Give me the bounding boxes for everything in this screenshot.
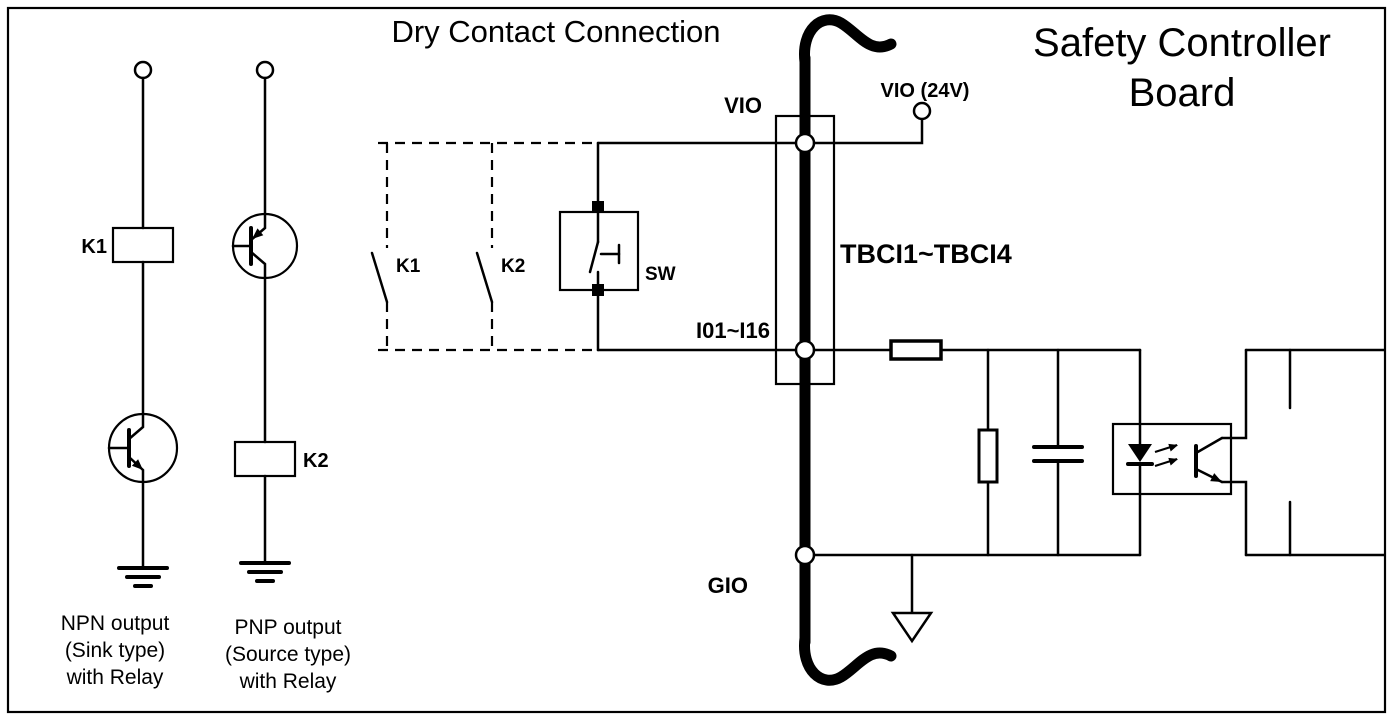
- npn-collector-lead: [127, 412, 145, 441]
- contact-k2-label: K2: [501, 256, 525, 277]
- relay-k2-coil: [233, 440, 297, 478]
- sw-label: SW: [645, 264, 676, 285]
- io-label: I01~I16: [696, 318, 770, 343]
- main-title: Dry Contact Connection: [391, 14, 720, 49]
- filter-capacitor: [1032, 445, 1084, 463]
- dry-contact-network: K1 K2 SW: [370, 141, 799, 352]
- pnp-caption-line3: with Relay: [239, 670, 337, 693]
- outer-border: [6, 6, 1387, 714]
- ground-symbol-npn: [117, 566, 169, 588]
- pnp-caption-line2: (Source type): [225, 643, 351, 666]
- pnp-caption-line1: PNP output: [234, 616, 341, 639]
- board-bus: VIO I01~I16 GIO TBCI1~TBCI4 VIO (24V): [696, 14, 1012, 686]
- opto-collector-wire: [1220, 348, 1248, 440]
- npn-transistor: [107, 412, 179, 484]
- npn-emitter-lead: [127, 455, 145, 484]
- relay-k2-label: K2: [303, 450, 329, 472]
- vio-label: VIO: [724, 93, 762, 118]
- board-input-circuit: [812, 339, 1386, 644]
- sw-switch: SW: [558, 141, 676, 352]
- optocoupler-box: [1111, 422, 1233, 496]
- pnp-transistor: [231, 212, 299, 280]
- tbci-label: TBCI1~TBCI4: [840, 239, 1012, 269]
- photo-emitter-arrow-icon: [1210, 473, 1222, 482]
- relay-k1-label: K1: [81, 236, 107, 258]
- contact-k1-label: K1: [396, 256, 421, 277]
- io-terminal-circle: [794, 339, 816, 361]
- npn-caption-line3: with Relay: [66, 666, 164, 689]
- light-arrow-1-head: [1168, 443, 1178, 452]
- relay-k1-coil: [111, 226, 175, 264]
- opto-phototransistor: [1194, 436, 1224, 484]
- sw-bottom-pad: [592, 284, 604, 296]
- board-title-line1: Safety Controller: [1033, 21, 1331, 65]
- chassis-ground-symbol: [890, 553, 934, 644]
- ground-triangle-icon: [890, 611, 934, 644]
- terminal-block: [774, 114, 836, 386]
- optocoupler: [1111, 348, 1248, 557]
- npn-caption-line2: (Sink type): [65, 639, 165, 662]
- contact-k1-blade: [370, 251, 389, 304]
- vio-24v-wire: [812, 117, 924, 145]
- opto-emitter-wire: [1220, 480, 1248, 557]
- photo-collector-lead: [1194, 436, 1224, 455]
- vio-terminal-circle: [794, 132, 816, 154]
- vio-24v-terminal-circle: [912, 101, 932, 121]
- npn-top-terminal-circle: [133, 60, 153, 80]
- bus-bottom-break-squiggle: [799, 632, 897, 686]
- gio-label: GIO: [708, 573, 748, 598]
- npn-caption-line1: NPN output: [61, 612, 170, 635]
- vio-24v-label: VIO (24V): [881, 80, 970, 102]
- sw-blade: [588, 240, 600, 274]
- pnp-branch: K2 PNP output (Source type) with Relay: [225, 60, 351, 693]
- opto-light-arrows-icon: [1154, 443, 1178, 468]
- ground-symbol-pnp: [239, 561, 291, 583]
- shunt-resistor: [977, 428, 999, 484]
- pnp-top-terminal-circle: [255, 60, 275, 80]
- bus-top-break-squiggle: [799, 14, 897, 68]
- gio-terminal-circle: [794, 544, 816, 566]
- board-title-line2: Board: [1129, 71, 1236, 115]
- light-arrow-2-head: [1168, 457, 1178, 466]
- opto-led-triangle-icon: [1128, 444, 1152, 462]
- series-resistor: [889, 339, 943, 361]
- pnp-emitter-arrow-icon: [252, 228, 264, 239]
- npn-emitter-arrow-icon: [131, 459, 143, 470]
- contact-k2-blade: [475, 251, 494, 304]
- sw-top-pad: [592, 201, 604, 213]
- npn-branch: K1 NPN output (Sink type) with Relay: [61, 60, 179, 689]
- pnp-collector-lead: [249, 250, 267, 280]
